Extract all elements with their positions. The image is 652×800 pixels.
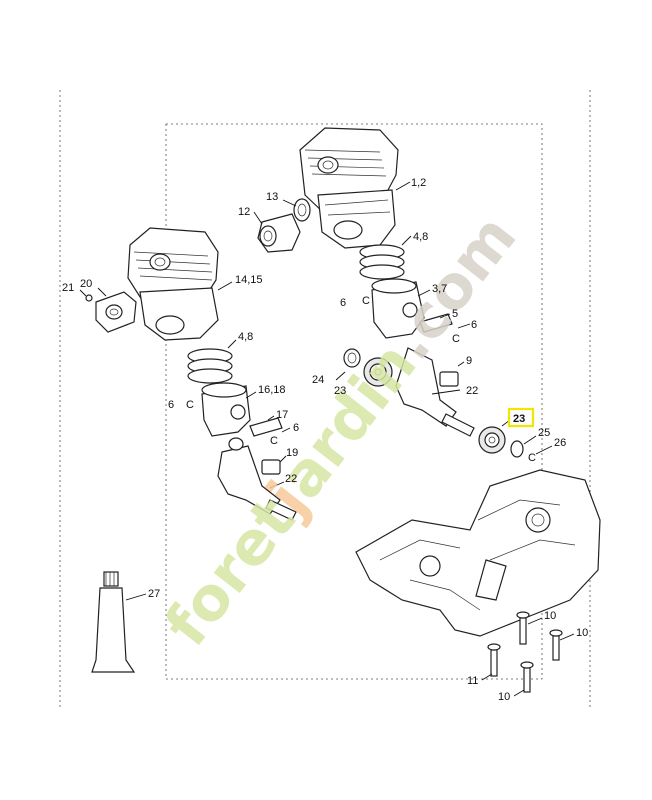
label-10-a: 10 — [544, 610, 556, 622]
highlight-box — [507, 407, 535, 428]
piston-top-drawing: C C — [362, 278, 471, 345]
label-6-top-right: 6 — [471, 319, 477, 331]
label-10-c: 10 — [498, 691, 510, 703]
watermark-part-1: foret — [152, 485, 310, 659]
label-1-2: 1,2 — [411, 177, 426, 189]
svg-text:C: C — [528, 452, 536, 464]
grease-tube-drawing — [91, 571, 147, 673]
label-6-top-left: 6 — [340, 297, 346, 309]
label-21: 21 — [62, 282, 74, 294]
cylinder-2-drawing — [127, 227, 233, 341]
cylinder-1-drawing — [299, 127, 411, 249]
label-23-highlighted: 23 — [513, 413, 525, 425]
label-11: 11 — [467, 675, 478, 687]
crankcase-drawing — [355, 469, 601, 697]
crankshaft-bottom-drawing — [217, 437, 297, 521]
label-23-left: 23 — [334, 385, 346, 397]
svg-text:C: C — [452, 333, 460, 345]
crankshaft-top-drawing: C — [335, 347, 553, 464]
label-26: 26 — [554, 437, 566, 449]
piston-rings-left-drawing — [187, 339, 237, 384]
piston-left-drawing: C C — [186, 382, 291, 447]
label-27: 27 — [148, 588, 160, 600]
label-25: 25 — [538, 427, 550, 439]
label-17: 17 — [276, 409, 288, 421]
svg-text:C: C — [270, 435, 278, 447]
intake-flange-drawing — [79, 287, 137, 333]
label-13: 13 — [266, 191, 278, 203]
label-22-top: 22 — [466, 385, 478, 397]
label-5: 5 — [452, 308, 458, 320]
label-24: 24 — [312, 374, 324, 386]
label-22-bottom: 22 — [285, 473, 297, 485]
label-9: 9 — [466, 355, 472, 367]
label-16-18: 16,18 — [258, 384, 286, 396]
svg-text:C: C — [362, 295, 370, 307]
label-20: 20 — [80, 278, 92, 290]
label-4-8-top: 4,8 — [413, 231, 428, 243]
label-12: 12 — [238, 206, 250, 218]
svg-text:C: C — [186, 399, 194, 411]
label-19: 19 — [286, 447, 298, 459]
intake-manifold-drawing — [253, 198, 311, 253]
label-6-mid: 6 — [293, 422, 299, 434]
label-10-b: 10 — [576, 627, 588, 639]
label-3-7: 3,7 — [432, 283, 447, 295]
piston-rings-top-drawing — [359, 235, 412, 280]
label-4-8-left: 4,8 — [238, 331, 253, 343]
label-6-left: 6 — [168, 399, 174, 411]
label-14-15: 14,15 — [235, 274, 263, 286]
